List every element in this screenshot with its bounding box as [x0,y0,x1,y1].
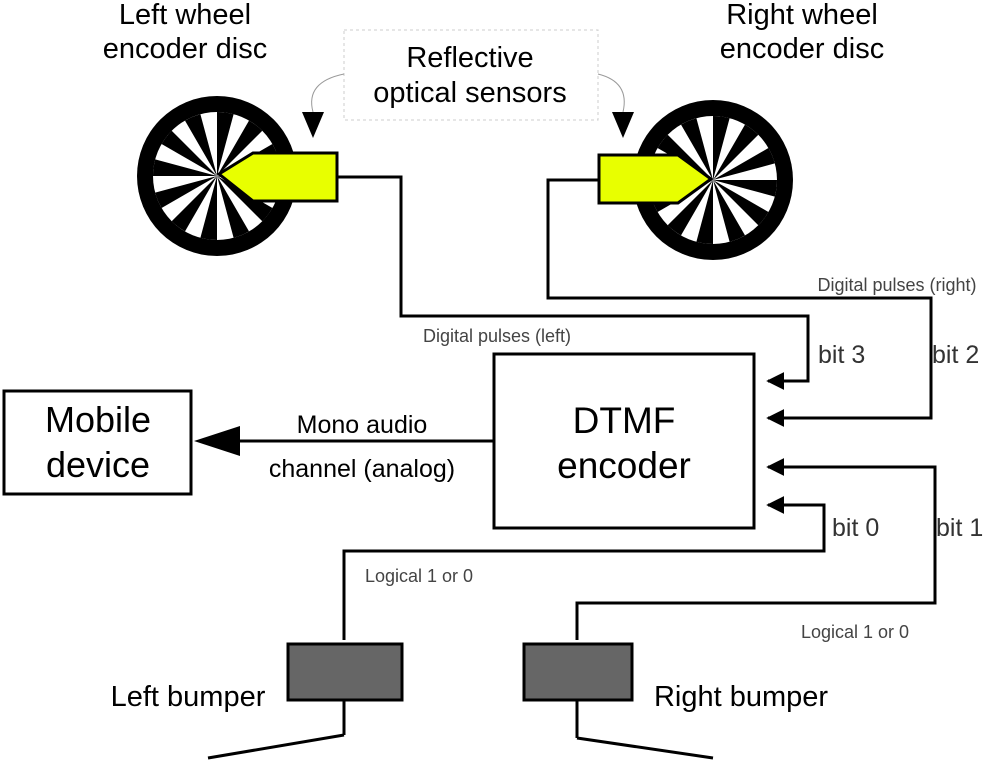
bit1-wire [575,458,937,640]
bit0-wire [342,496,826,640]
left-wheel-sector [171,176,217,232]
left-wheel [137,96,297,256]
right-wheel-sector [713,180,745,242]
mobile-label-line1: Mobile [45,399,151,440]
right-wheel-sector [713,124,759,180]
sensors-label-line2: optical sensors [373,77,566,109]
right-wheel-sector [667,180,713,236]
audio-arrowhead [194,426,240,456]
bit2-label: bit 2 [932,341,979,369]
right-bumper-label: Right bumper [654,681,828,713]
right-callout-line [597,73,625,113]
sensors-label-line1: Reflective [406,42,533,74]
left-bumper-plate [207,733,345,760]
encoder-label-line2: encoder [557,445,691,486]
left-disc-label-line1: Left wheel [119,0,251,31]
left-wheel-sector [217,112,234,176]
left-wheel-sector [185,114,217,176]
mobile-label-line2: device [46,444,150,485]
left-wheel-sector [200,176,217,240]
encoder-label-line1: DTMF [573,400,676,441]
right-wheel-sector [681,118,713,180]
pulses-right-label: Digital pulses (right) [817,275,976,295]
dtmf-encoder-box [492,352,756,530]
left-bumper-switch [286,642,404,702]
left-wheel-sector [161,130,217,176]
left-callout-arrow [302,112,324,138]
left-wheel-sector [217,176,249,238]
left-callout-line [311,73,345,113]
mobile-device-box [2,389,193,496]
right-disc-label-line2: encoder disc [720,33,884,65]
right-bumper-plate [576,736,714,760]
right-wheel-sector [713,148,775,180]
right-wheel-sector [696,180,713,244]
bit3-wire [337,175,810,390]
left-disc-label-line2: encoder disc [103,33,267,65]
left-wheel-sector [217,120,263,176]
left-wheel-sector [155,176,217,208]
audio-label-line2: channel (analog) [269,455,455,483]
right-wheel-sector [713,116,730,180]
right-wheel-sector [713,180,777,197]
logic-right-label: Logical 1 or 0 [801,622,909,642]
left-wheel-sector [217,176,273,222]
left-wheel-sector [153,159,217,176]
right-disc-label-line1: Right wheel [726,0,878,31]
right-bumper-switch [522,642,634,702]
logic-left-label: Logical 1 or 0 [365,566,473,586]
audio-label-line1: Mono audio [297,411,428,439]
right-wheel-sector [713,180,769,226]
sensors-callout-box [343,29,599,121]
right-callout-arrow [612,112,634,138]
bit2-wire [546,178,933,427]
bit3-label: bit 3 [818,341,865,369]
pulses-left-label: Digital pulses (left) [423,326,571,346]
bit0-label: bit 0 [832,514,879,542]
left-bumper-label: Left bumper [111,681,266,713]
bit1-label: bit 1 [936,514,983,542]
